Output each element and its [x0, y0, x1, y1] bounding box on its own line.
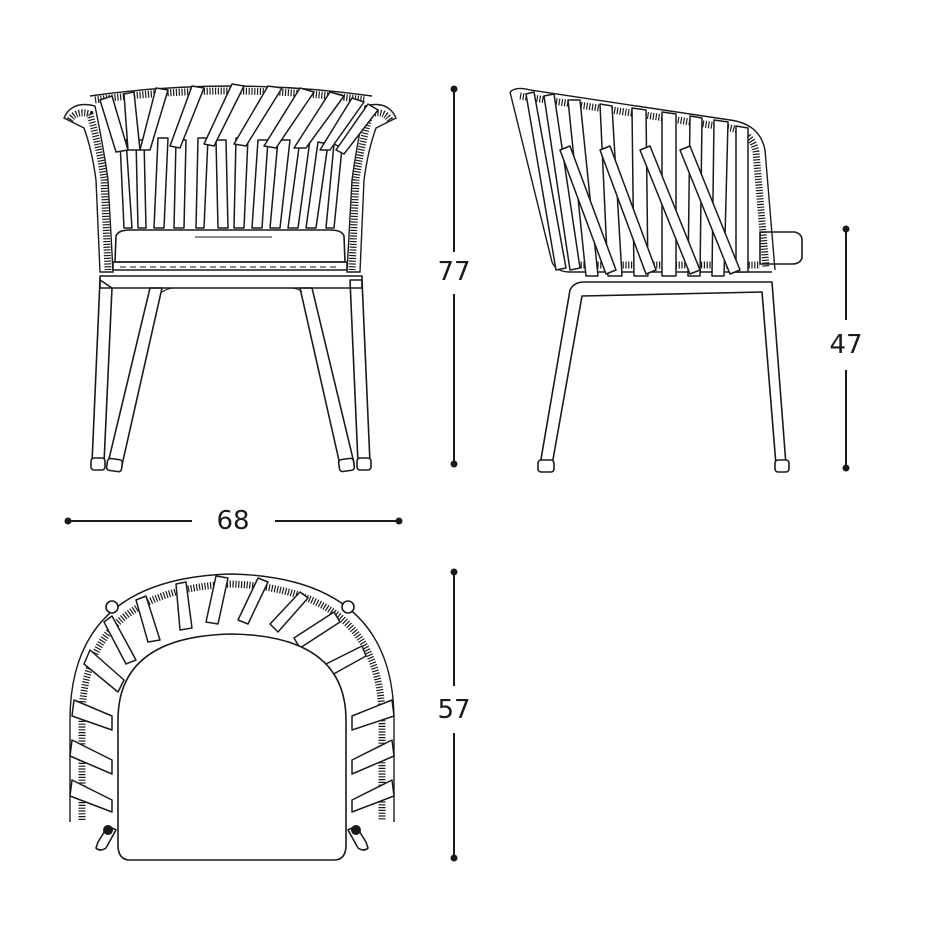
dimension-height-77	[450, 85, 458, 468]
height-dimension-label: 77	[437, 257, 471, 287]
dimension-width-68	[64, 517, 403, 525]
side-seat-cushion	[759, 231, 803, 265]
top-seat-cushion	[117, 633, 347, 861]
top-left-knob	[105, 600, 119, 614]
dimension-depth-57	[450, 568, 458, 862]
front-seat-cushion	[112, 229, 348, 271]
side-view	[509, 87, 803, 473]
side-legs	[537, 281, 790, 473]
seat-height-dimension-label: 47	[829, 330, 863, 360]
top-woven-straps	[69, 575, 395, 813]
top-right-knob	[341, 600, 355, 614]
front-back-straps	[119, 137, 343, 229]
top-view	[69, 573, 395, 861]
front-legs	[90, 275, 372, 473]
side-diagonal-straps	[559, 145, 741, 275]
front-view	[63, 83, 397, 473]
depth-dimension-label: 57	[437, 695, 471, 725]
dimension-seat-height-47	[842, 225, 850, 472]
width-dimension-label: 68	[216, 506, 250, 536]
front-diagonal-straps	[99, 83, 379, 155]
